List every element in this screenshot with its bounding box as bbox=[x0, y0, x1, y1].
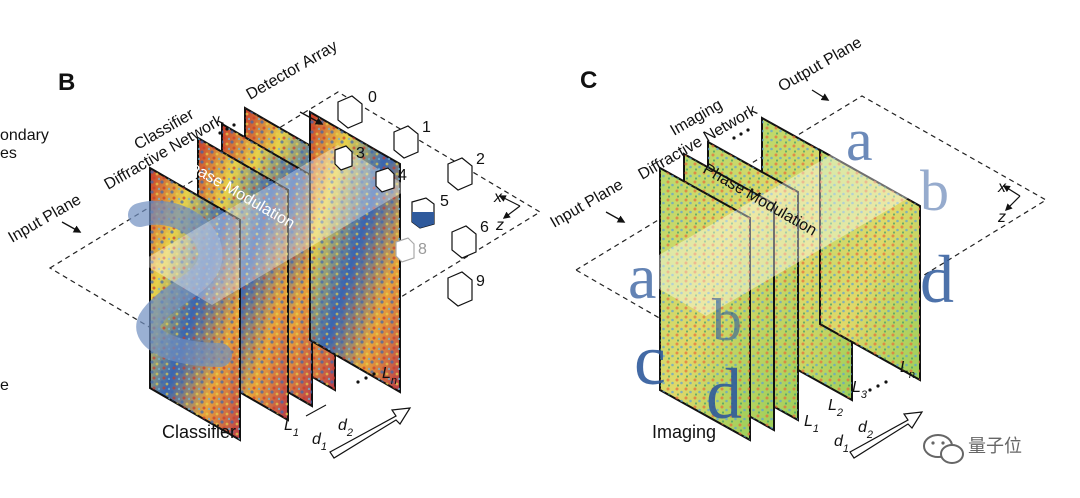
input-letter-a: a bbox=[628, 241, 656, 312]
left-fragment-line1: ondary bbox=[0, 127, 49, 144]
detector-label-1: 1 bbox=[422, 119, 431, 136]
detector-1: 1 bbox=[393, 119, 431, 159]
panel-c-output-arrow bbox=[811, 89, 830, 101]
panel-c-output-label: Output Plane bbox=[776, 34, 865, 95]
input-letter-b: b bbox=[712, 287, 742, 353]
left-fragment-line2: es bbox=[0, 145, 17, 162]
left-fragment: ondary es e bbox=[0, 127, 49, 394]
panel-c-propagation-arrow bbox=[849, 411, 924, 459]
wechat-icon bbox=[923, 434, 964, 464]
detector-label-2: 2 bbox=[476, 151, 485, 168]
panel-c-caption: Imaging bbox=[652, 422, 716, 442]
panel-b-detector-array: 0 1 2 3 4 5 bbox=[334, 89, 489, 307]
panel-b-spacing-2: d2 bbox=[338, 417, 353, 439]
panel-c-layer-label-2: L2 bbox=[828, 397, 843, 419]
panel-c-layer-label-3: L3 bbox=[852, 379, 868, 401]
panel-b-layer-dots bbox=[218, 123, 376, 384]
panel-b-axis-x: x bbox=[493, 189, 503, 206]
output-letter-b: b bbox=[920, 158, 949, 223]
panel-b-propagation-arrow bbox=[329, 407, 412, 459]
detector-8: 8 bbox=[395, 237, 427, 263]
panel-b-spacing-1: d1 bbox=[312, 431, 327, 453]
panel-c-spacing-1: d1 bbox=[834, 433, 849, 455]
detector-0: 0 bbox=[337, 89, 377, 129]
input-letter-c: c bbox=[634, 320, 666, 400]
panel-c-input-arrow bbox=[605, 211, 626, 223]
detector-label-8: 8 bbox=[418, 241, 427, 258]
output-letter-a: a bbox=[846, 107, 873, 173]
panel-c-input-plane-label: Input Plane bbox=[548, 176, 627, 231]
panel-c-layer-label-n: Ln bbox=[900, 359, 915, 381]
panel-b-light-sheet bbox=[140, 145, 410, 305]
panel-b-input-plane-label: Input Plane bbox=[6, 191, 85, 246]
panel-b-detector-label: Detector Array bbox=[244, 38, 341, 104]
panel-c-axis-z: z bbox=[997, 209, 1006, 226]
panel-b-axis-z: z bbox=[495, 217, 504, 234]
detector-2: 2 bbox=[447, 151, 485, 191]
panel-c-axis-x: x bbox=[997, 179, 1007, 196]
left-fragment-line3: e bbox=[0, 377, 9, 394]
detector-6: 6 bbox=[451, 219, 489, 259]
panel-b-layer-n-label: Ln bbox=[382, 365, 397, 387]
watermark-text: 量子位 bbox=[968, 436, 1022, 457]
detector-4: 4 bbox=[375, 167, 407, 193]
detector-label-5: 5 bbox=[440, 193, 449, 210]
detector-label-0: 0 bbox=[368, 89, 377, 106]
panel-b-input-digit bbox=[128, 200, 232, 367]
panel-c-input-letters: a b c d bbox=[628, 241, 742, 434]
detector-label-9: 9 bbox=[476, 273, 485, 290]
panel-b-axes: x z bbox=[493, 189, 521, 234]
panel-c-letter: C bbox=[580, 67, 597, 94]
input-letter-d: d bbox=[706, 354, 742, 434]
panel-c-spacing-2: d2 bbox=[858, 419, 873, 441]
panel-b-layer-1-label: L1 bbox=[284, 417, 299, 439]
detector-9: 9 bbox=[447, 271, 485, 307]
detector-label-6: 6 bbox=[480, 219, 489, 236]
panel-c-layer-dots bbox=[732, 128, 888, 392]
panel-c-axes: x z bbox=[997, 179, 1021, 226]
panel-c-layer-stack bbox=[659, 116, 921, 442]
panel-b-letter: B bbox=[58, 69, 75, 96]
panel-b-spacing-marker bbox=[305, 404, 327, 417]
detector-label-4: 4 bbox=[398, 167, 407, 184]
watermark: 量子位 bbox=[923, 434, 1022, 464]
output-letter-d: d bbox=[920, 241, 954, 317]
detector-label-3: 3 bbox=[356, 145, 365, 162]
panel-c-output-letters: a b d bbox=[846, 107, 954, 317]
panel-b-caption: Classifier bbox=[162, 422, 236, 442]
detector-3: 3 bbox=[334, 145, 365, 171]
detector-5: 5 bbox=[411, 193, 449, 229]
panel-b-detector-arrow bbox=[299, 111, 324, 125]
panel-b: B Classifier Diffractive Netwo bbox=[6, 38, 542, 459]
panel-c-layer-label-1: L1 bbox=[804, 413, 819, 435]
panel-b-input-arrow bbox=[61, 221, 82, 233]
panel-c-light-sheet bbox=[630, 138, 936, 316]
panel-c: C a b c d a b d bbox=[548, 34, 1048, 459]
